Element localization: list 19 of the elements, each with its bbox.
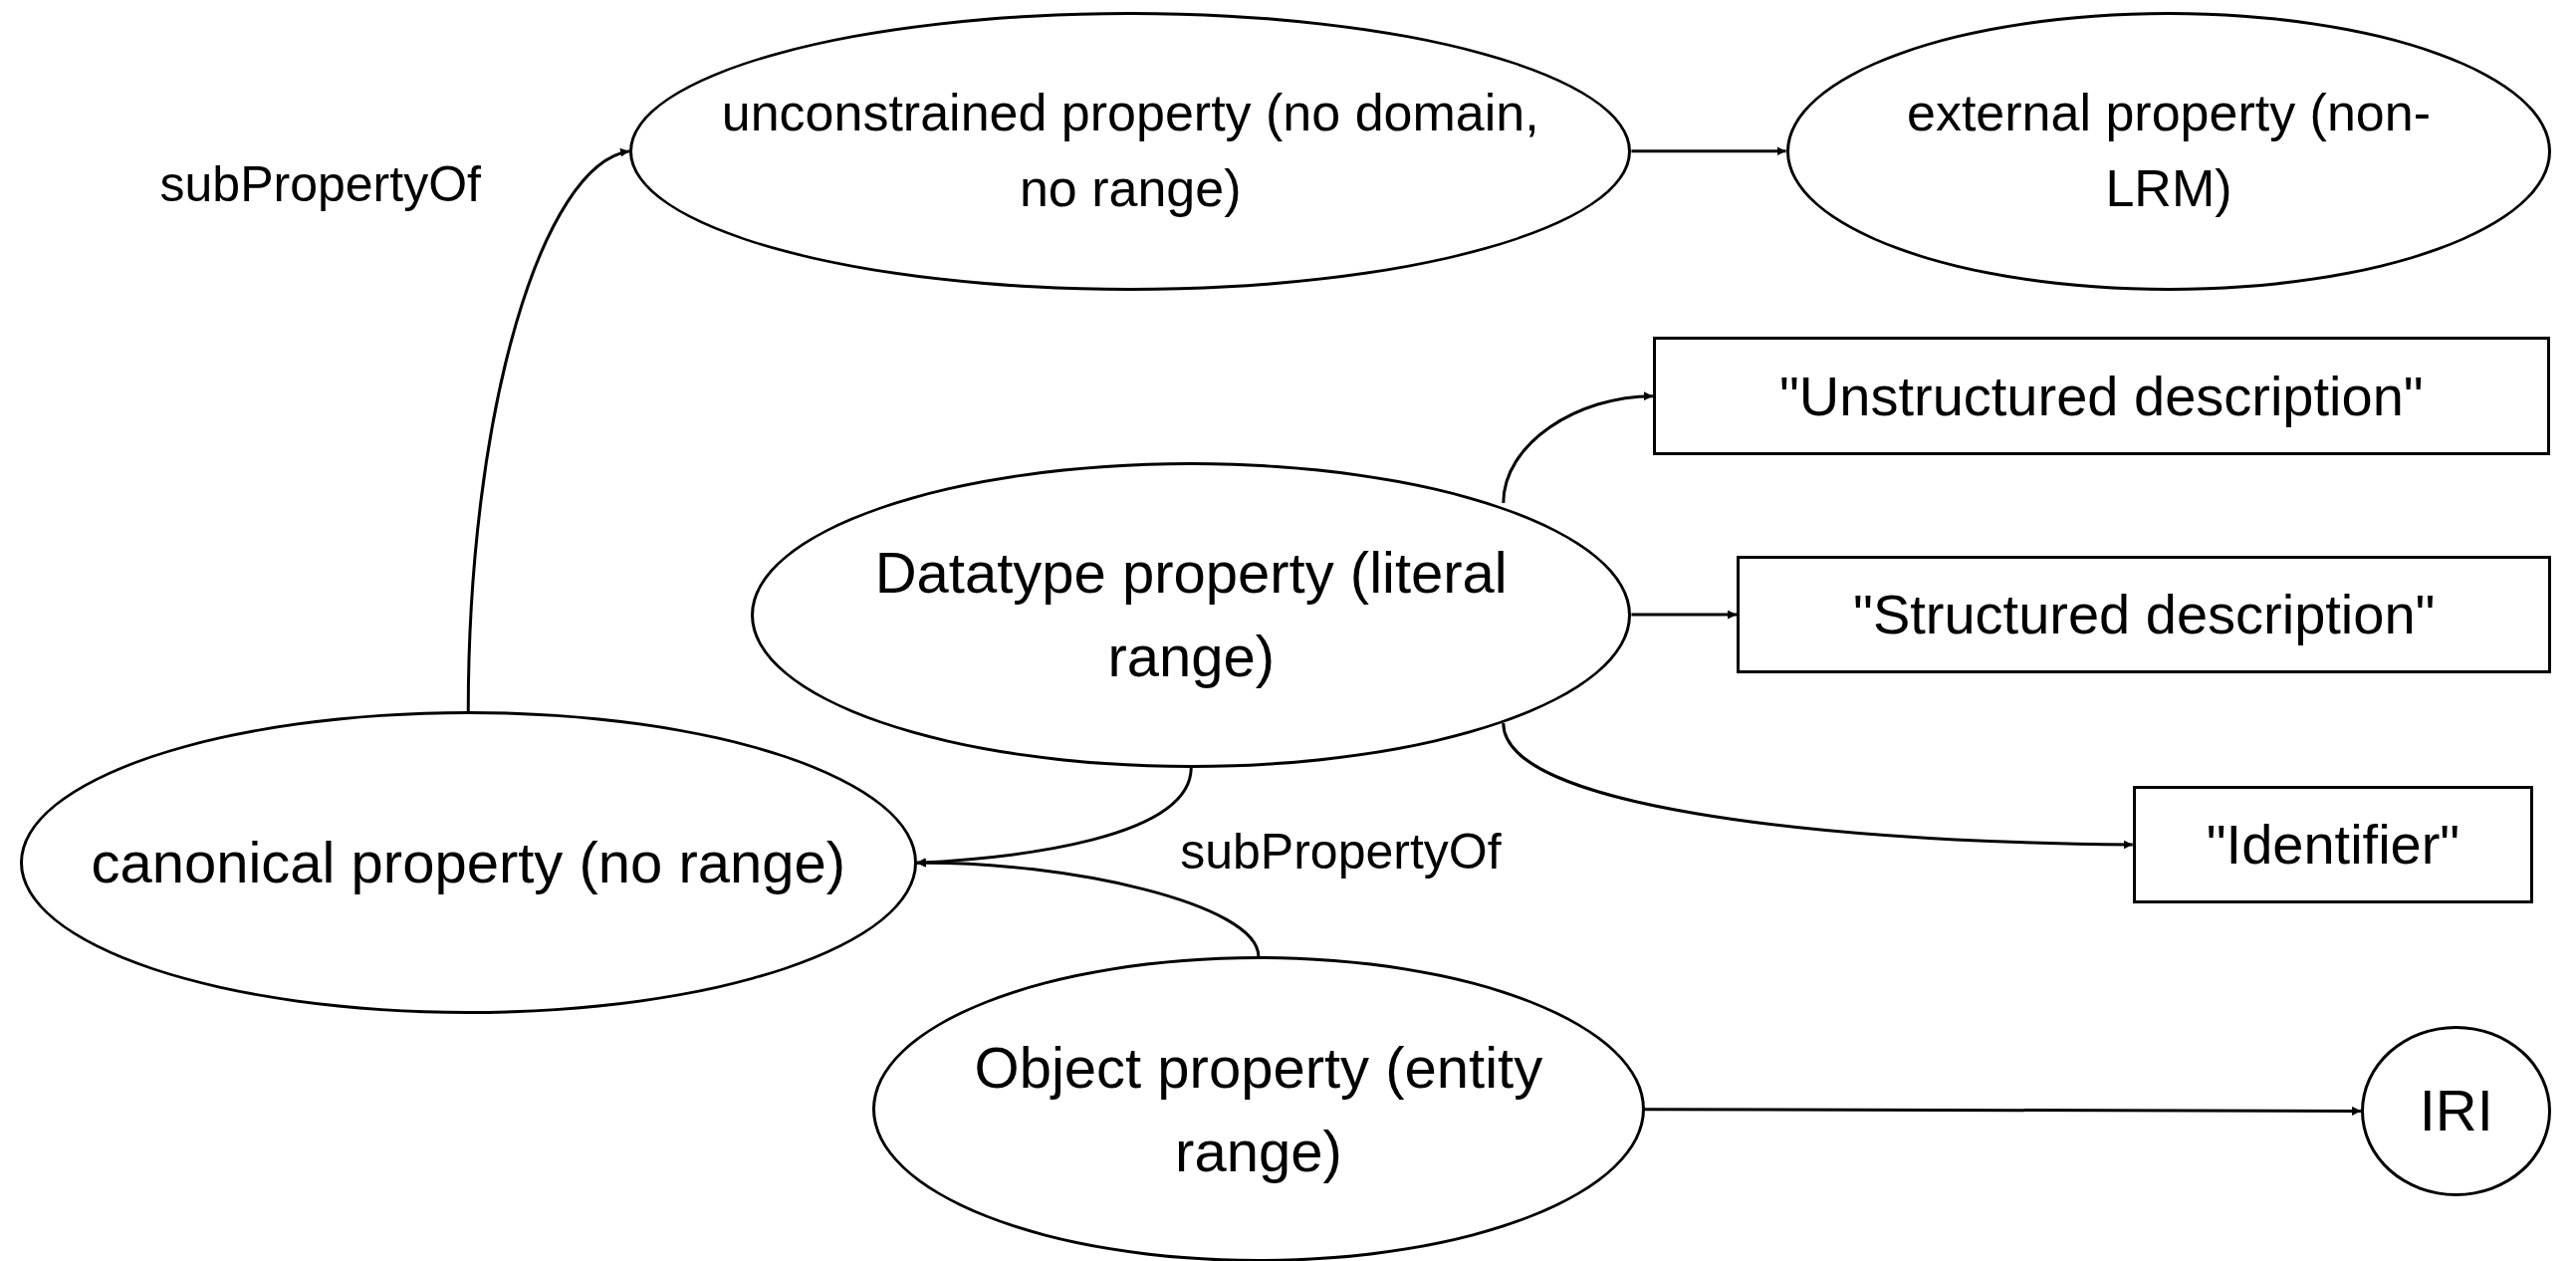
node-label: canonical property (no range) [90,829,847,897]
arrow [1631,146,1786,156]
arrow [1644,1106,2362,1116]
node-label: IRI [2418,1077,2494,1145]
node-label: "Identifier" [2206,812,2460,879]
arrow [916,858,1261,957]
node-label: unconstrained property (no domain, no range) [720,83,1540,219]
literal-box [1652,337,2550,456]
node-label: "Unstructured description" [1778,364,2424,430]
arrow [1631,610,1738,620]
arrow [1502,722,2133,850]
node-label: Datatype property (literal range) [873,539,1509,691]
arrow [466,149,630,712]
arrow [1502,391,1653,504]
node-label: Object property (entity range) [973,1033,1544,1185]
node-label: "Structured description" [1853,582,2436,648]
literal-box [1737,555,2552,674]
node-label: external property (non-LRM) [1905,83,2432,219]
literal-box [2132,785,2534,904]
